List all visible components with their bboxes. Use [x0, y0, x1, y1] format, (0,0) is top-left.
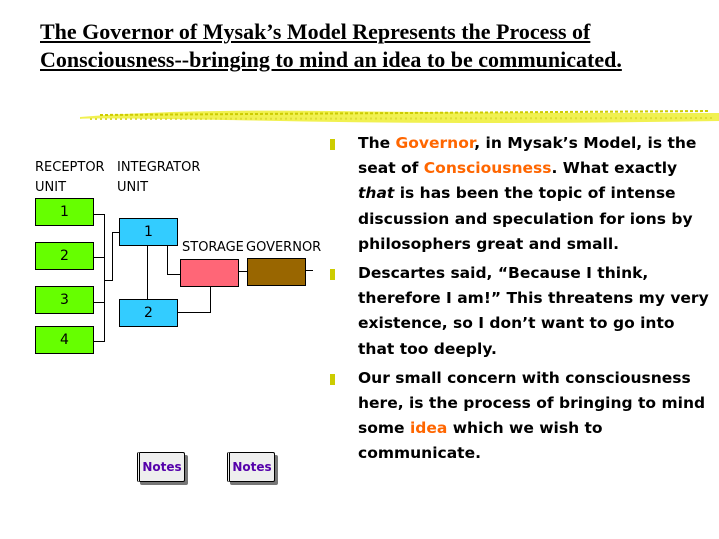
bullet-marker-icon [330, 373, 335, 385]
receptor-box-2: 2 [35, 242, 94, 270]
connector [210, 286, 211, 313]
title-line-1: The Governor of Mysak’s Model Represents… [40, 19, 591, 44]
connector [167, 274, 180, 275]
governor-box [247, 258, 306, 286]
notes-button-1[interactable]: Notes [137, 452, 185, 482]
bullet-marker-icon [330, 139, 335, 150]
receptor-box-1: 1 [35, 198, 94, 226]
notes-button-2[interactable]: Notes [227, 452, 275, 482]
integrator-box-1: 1 [119, 218, 178, 246]
bullet-list: The Governor, in Mysak’s Model, is the s… [330, 131, 710, 471]
receptor-box-3: 3 [35, 286, 94, 314]
connector [112, 232, 113, 281]
storage-box [180, 259, 239, 287]
connector [112, 232, 119, 233]
integrator-box-2: 2 [119, 299, 178, 327]
bullet-item-1: The Governor, in Mysak’s Model, is the s… [330, 131, 710, 257]
bullet-item-2: Descartes said, “Because I think, theref… [330, 261, 710, 362]
connector [104, 214, 105, 342]
governor-label: GOVERNOR [246, 240, 322, 255]
storage-label: STORAGE [182, 240, 244, 255]
connector [104, 280, 113, 281]
bullet-item-3: Our small concern with consciousness her… [330, 366, 710, 467]
yellow-brush-stroke-divider [80, 110, 719, 123]
bullet-marker-icon [330, 269, 335, 281]
connector [94, 302, 105, 303]
connector [94, 341, 105, 342]
connector [94, 257, 105, 258]
connector [178, 312, 211, 313]
connector [94, 214, 105, 215]
connector [167, 245, 168, 274]
receptor-box-4: 4 [35, 326, 94, 354]
title-line-2: Consciousness--bringing to mind an idea … [40, 47, 622, 72]
slide-title: The Governor of Mysak’s Model Represents… [40, 18, 622, 74]
connector [238, 271, 247, 272]
connector [147, 245, 148, 299]
connector [305, 270, 313, 271]
